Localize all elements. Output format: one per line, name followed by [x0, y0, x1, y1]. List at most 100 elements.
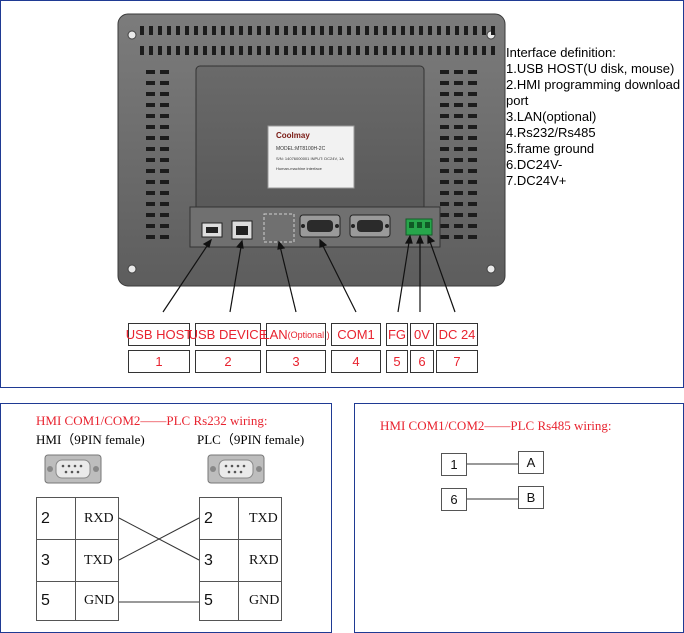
port-label-text: COM1 [337, 327, 375, 342]
vent-slot [212, 26, 216, 35]
vent-slot [468, 81, 477, 85]
vent-slot [329, 46, 333, 55]
vent-slot [160, 202, 169, 206]
vent-slot [437, 46, 441, 55]
vent-slot [221, 46, 225, 55]
vent-slot [311, 26, 315, 35]
rs485-signal: A [526, 455, 536, 470]
screw [127, 264, 137, 274]
vent-slot [160, 70, 169, 74]
vent-slot [146, 114, 155, 118]
plc-db9-connector-icon [207, 454, 265, 484]
vent-slot [454, 114, 463, 118]
vent-slot [248, 46, 252, 55]
vent-slot [491, 46, 495, 55]
vent-slot [440, 213, 449, 217]
vent-slot [440, 224, 449, 228]
vent-slot [356, 26, 360, 35]
vent-slot [160, 103, 169, 107]
vent-slot [440, 114, 449, 118]
vent-slot [468, 114, 477, 118]
vent-slot [446, 46, 450, 55]
pointer-arrows [162, 234, 456, 313]
vent-slot [158, 46, 162, 55]
vent-slot [266, 46, 270, 55]
vent-slot [248, 26, 252, 35]
port-label-text: DC 24 [438, 327, 476, 342]
vent-slot [455, 26, 459, 35]
vent-slot [374, 46, 378, 55]
port-label-usb-host: USB HOST [125, 323, 193, 346]
vent-slot [392, 46, 396, 55]
vent-slot [257, 46, 261, 55]
vent-slot [365, 26, 369, 35]
hmi-signal: GND [84, 593, 115, 608]
port-label-text: FG [387, 327, 407, 342]
vent-slot [293, 26, 297, 35]
port-number: 6 [410, 350, 434, 373]
com1-port [299, 214, 341, 238]
rs485-signal-box: A [518, 451, 544, 474]
vent-slot [160, 125, 169, 129]
interface-item: 1.USB HOST(U disk, mouse) [506, 61, 675, 76]
device-info-2: Human-machine interface [276, 166, 322, 171]
vent-slot [146, 213, 155, 217]
plc-signal: GND [249, 593, 280, 608]
vent-slot [440, 125, 449, 129]
vent-slot [167, 46, 171, 55]
interface-item: port [506, 93, 529, 108]
vent-slot [275, 46, 279, 55]
vent-slot [383, 46, 387, 55]
vent-slot [440, 235, 449, 239]
port-label-0v: 0V [410, 323, 434, 346]
vent-slot [176, 26, 180, 35]
vent-slot [454, 213, 463, 217]
vent-slot [146, 147, 155, 151]
vent-slot [146, 191, 155, 195]
vent-slot [146, 103, 155, 107]
vent-slot [338, 46, 342, 55]
plc-pin: 5 [204, 592, 213, 609]
vent-slot [440, 169, 449, 173]
vent-slot [440, 180, 449, 184]
vent-slot [468, 213, 477, 217]
vent-slot [428, 26, 432, 35]
vent-slot [454, 70, 463, 74]
port-label-text: USB DEVICE [188, 327, 268, 342]
vent-slot [468, 70, 477, 74]
vent-slot [212, 46, 216, 55]
rs485-pin: 1 [450, 457, 458, 472]
plc-signal: TXD [249, 510, 278, 526]
interface-item: 7.DC24V+ [506, 173, 567, 188]
vent-slot [446, 26, 450, 35]
interface-definition: Interface definition: 1.USB HOST(U disk,… [506, 45, 680, 189]
vent-slot [491, 26, 495, 35]
port-label-text: USB HOST [125, 327, 193, 342]
rs485-title: HMI COM1/COM2——PLC Rs485 wiring: [380, 418, 612, 433]
vent-slot [160, 158, 169, 162]
power-terminal [405, 218, 433, 236]
vent-slot [203, 26, 207, 35]
plc-pin: 2 [204, 509, 213, 527]
vent-slot [146, 81, 155, 85]
vent-slot [146, 224, 155, 228]
hmi-signal: RXD [84, 510, 114, 526]
rs485-pin: 6 [450, 492, 458, 507]
vent-slot [160, 180, 169, 184]
rs232-plc-caption: PLC（9PIN female) [197, 432, 305, 447]
vent-slot [230, 26, 234, 35]
vent-slot [149, 26, 153, 35]
port-label-fg: FG [386, 323, 408, 346]
interface-definition-title: Interface definition: [506, 45, 616, 60]
vent-slot [468, 136, 477, 140]
vent-slot [160, 191, 169, 195]
vent-slot [454, 180, 463, 184]
rs232-title: HMI COM1/COM2——PLC Rs232 wiring: [36, 413, 268, 428]
interface-item: 6.DC24V- [506, 157, 563, 172]
vent-slot [454, 235, 463, 239]
port-label-small: (Optional ) [287, 329, 330, 340]
vent-slot [468, 235, 477, 239]
vent-slot [146, 92, 155, 96]
vent-slot [468, 125, 477, 129]
interface-item: 3.LAN(optional) [506, 109, 597, 124]
